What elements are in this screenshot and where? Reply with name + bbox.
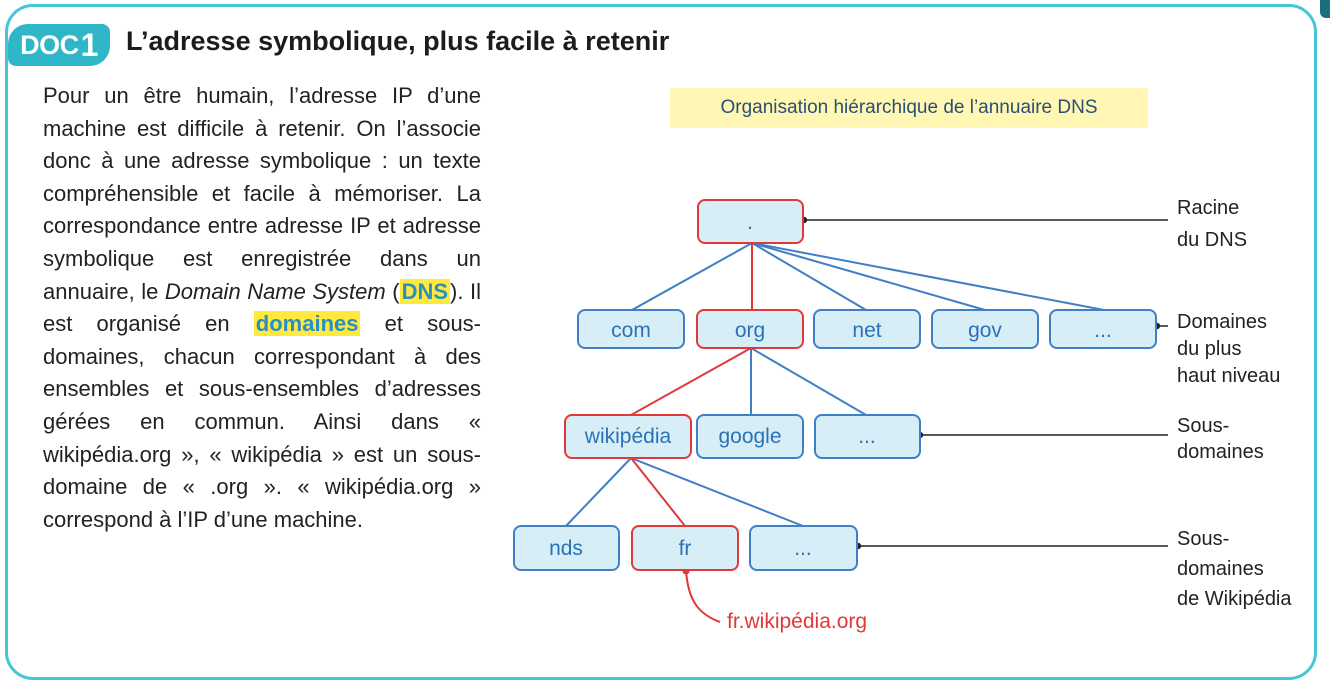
node-net-label: net: [852, 319, 881, 342]
edge-root-net: [751, 242, 867, 311]
text-part-4: et sous-domaines, chacun correspondant à…: [43, 311, 482, 532]
edge-wiki-more: [630, 457, 804, 527]
node-google-label: google: [718, 425, 781, 448]
result-label: fr.wikipédia.org: [727, 610, 867, 633]
domaines-keyword: domaines: [253, 311, 361, 337]
text-italic: Domain Name System: [164, 278, 386, 304]
edge-wiki-nds: [565, 457, 632, 527]
label-wiki: Sous- domaines de Wikipédia: [1177, 528, 1292, 610]
body-paragraph: Pour un être humain, l’adresse IP d’une …: [43, 80, 481, 536]
node-org-label: org: [735, 319, 765, 342]
node-sub-more-label: ...: [858, 425, 876, 448]
edge-org-more: [750, 347, 867, 416]
node-wikipedia: wikipédia: [564, 414, 692, 459]
doc-title: L’adresse symbolique, plus facile à rete…: [126, 26, 670, 56]
node-net: net: [813, 309, 921, 349]
doc-badge-number: 1: [80, 26, 99, 63]
edge-wiki-fr: [630, 457, 686, 527]
text-part-3: ). Il est organisé en: [43, 278, 481, 337]
node-sub-more: ...: [814, 414, 921, 459]
corner-tab: [1320, 0, 1330, 18]
node-org: org: [696, 309, 804, 349]
node-wiki-more: ...: [749, 525, 858, 571]
blue-edges: [565, 242, 1105, 527]
node-root-label: .: [747, 211, 753, 234]
label-root: Racine du DNS: [1177, 197, 1247, 251]
node-gov: gov: [931, 309, 1039, 349]
node-nds-label: nds: [549, 537, 583, 560]
node-nds: nds: [513, 525, 620, 571]
dns-keyword: DNS: [399, 278, 451, 304]
edge-root-more: [751, 242, 1105, 311]
diagram-caption: Organisation hiérarchique de l’annuaire …: [670, 88, 1148, 128]
node-google: google: [696, 414, 804, 459]
node-root: .: [697, 199, 804, 244]
node-gov-label: gov: [968, 319, 1002, 342]
edge-org-wiki: [630, 347, 752, 416]
node-com-label: com: [611, 319, 651, 342]
document-frame: [5, 4, 1317, 680]
label-tld: Domaines du plus haut niveau: [1177, 311, 1280, 387]
node-com: com: [577, 309, 685, 349]
text-part-2: (: [385, 278, 400, 304]
leader-dots: [800, 216, 1161, 550]
node-fr-label: fr: [679, 537, 692, 560]
node-tld-more: ...: [1049, 309, 1157, 349]
node-wiki-more-label: ...: [794, 537, 812, 560]
edge-fr-result: [685, 569, 721, 623]
node-tld-more-label: ...: [1094, 319, 1112, 342]
text-part-1: Pour un être humain, l’adresse IP d’une …: [43, 83, 481, 304]
red-edges: [630, 243, 753, 623]
label-sub: Sous- domaines: [1177, 415, 1264, 463]
node-fr: fr: [631, 525, 739, 571]
doc-badge-prefix: DOC: [20, 29, 79, 60]
leader-lines: [804, 219, 1168, 547]
node-wikipedia-label: wikipédia: [584, 425, 672, 448]
edge-root-gov: [751, 242, 986, 311]
edge-root-com: [631, 242, 753, 311]
